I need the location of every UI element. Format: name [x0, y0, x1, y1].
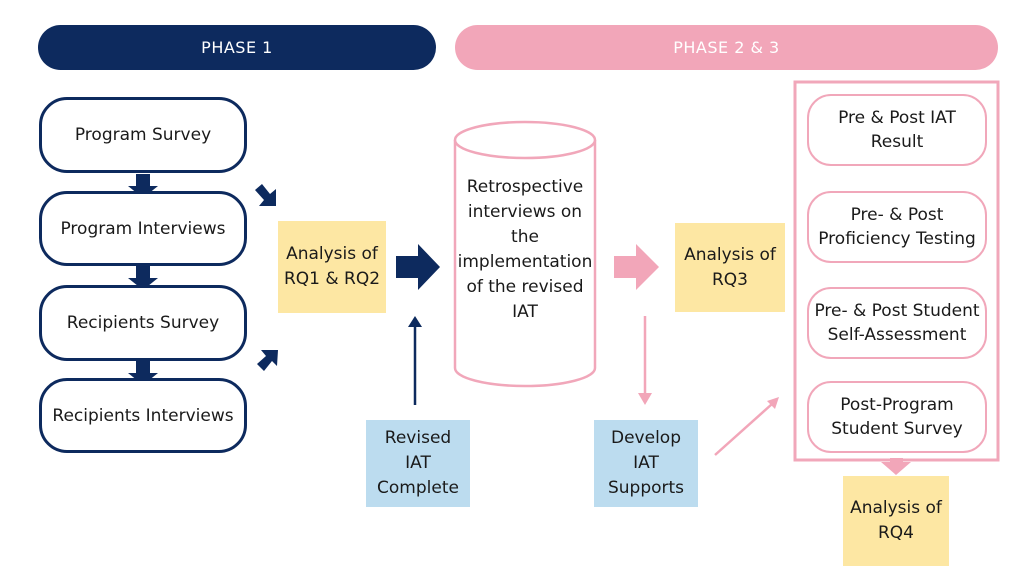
analysis-rq3-label: Analysis of RQ3 — [684, 244, 776, 290]
proficiency-testing-label: Pre- & Post Proficiency Testing — [818, 205, 976, 249]
develop-iat-label: Develop IAT Supports — [607, 428, 685, 498]
self-assessment-box: Pre- & Post Student Self-Assessment — [807, 287, 987, 359]
phase-2-3-label: PHASE 2 & 3 — [673, 38, 780, 57]
pre-post-iat-label: Pre & Post IAT Result — [838, 108, 956, 152]
phase-1-label: PHASE 1 — [201, 38, 273, 57]
recipients-survey-label: Recipients Survey — [66, 313, 220, 333]
self-assessment-label: Pre- & Post Student Self-Assessment — [814, 301, 980, 345]
program-survey-box: Program Survey — [39, 97, 247, 173]
right-arrow-navy — [396, 244, 440, 290]
analysis-rq1-rq2-box: Analysis of RQ1 & RQ2 — [278, 221, 386, 313]
recipients-survey-box: Recipients Survey — [39, 285, 247, 361]
retrospective-cylinder — [453, 120, 597, 388]
revised-iat-box: Revised IAT Complete — [366, 420, 470, 507]
program-interviews-label: Program Interviews — [60, 218, 226, 239]
pre-post-iat-box: Pre & Post IAT Result — [807, 94, 987, 166]
proficiency-testing-box: Pre- & Post Proficiency Testing — [807, 191, 987, 263]
analysis-rq4-label: Analysis of RQ4 — [850, 498, 942, 543]
pink-diag-line — [714, 403, 773, 456]
diag-arrow-down — [255, 184, 276, 206]
student-survey-box: Post-Program Student Survey — [807, 381, 987, 453]
analysis-rq1-rq2-label: Analysis of RQ1 & RQ2 — [283, 244, 381, 289]
retrospective-label: Retrospective interviews on the implemen… — [457, 177, 593, 322]
phase-1-header: PHASE 1 — [38, 25, 436, 70]
student-survey-label: Post-Program Student Survey — [831, 395, 963, 439]
down-arrow-2 — [128, 266, 158, 290]
develop-iat-box: Develop IAT Supports — [594, 420, 698, 507]
revised-iat-label: Revised IAT Complete — [377, 428, 459, 498]
diag-arrow-up — [257, 350, 278, 371]
phase-2-3-header: PHASE 2 & 3 — [455, 25, 998, 70]
up-arrow-head — [408, 316, 422, 327]
retrospective-text-area: Retrospective interviews on the implemen… — [455, 165, 595, 335]
analysis-rq3-box: Analysis of RQ3 — [675, 223, 785, 312]
program-survey-label: Program Survey — [74, 125, 212, 145]
pink-down-head — [638, 393, 652, 405]
recipients-interviews-box: Recipients Interviews — [39, 378, 247, 453]
analysis-rq4-box: Analysis of RQ4 — [843, 476, 949, 566]
program-interviews-box: Program Interviews — [39, 191, 247, 266]
right-arrow-pink — [614, 244, 659, 290]
pink-diag-head — [767, 397, 779, 409]
pink-down-arrow-rq4 — [881, 458, 911, 475]
recipients-interviews-label: Recipients Interviews — [52, 405, 234, 426]
